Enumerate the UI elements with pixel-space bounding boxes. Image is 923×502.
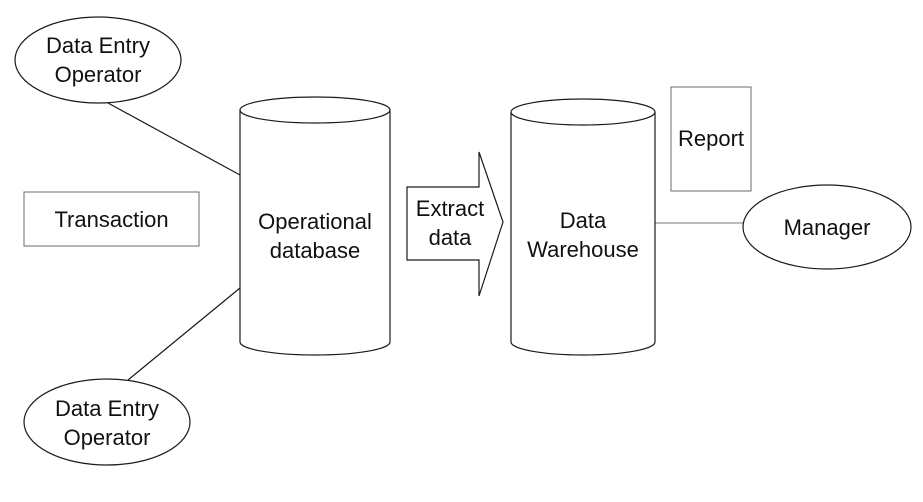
operator-top-line2: Operator xyxy=(54,62,142,87)
report-label: Report xyxy=(677,126,745,151)
transaction-label: Transaction xyxy=(54,207,169,232)
operator-bottom-line2: Operator xyxy=(63,425,151,450)
transaction-box xyxy=(23,191,200,247)
report-box xyxy=(670,86,752,192)
data-warehouse-line2: Warehouse xyxy=(527,237,639,262)
connector-operator-top-to-db xyxy=(107,102,241,176)
extract-arrow xyxy=(406,151,504,297)
operator-bottom-ellipse xyxy=(23,378,191,466)
data-warehouse-cylinder xyxy=(510,98,656,356)
data-warehouse-label: Data Warehouse xyxy=(511,206,655,264)
operator-bottom-label: Data Entry Operator xyxy=(27,394,187,452)
manager-label: Manager xyxy=(783,215,871,240)
extract-arrow-line1: Extract xyxy=(415,196,485,221)
operational-db-line1: Operational xyxy=(258,209,372,234)
operator-bottom-line1: Data Entry xyxy=(55,396,159,421)
operational-db-cylinder xyxy=(239,96,391,356)
data-warehouse-line1: Data xyxy=(559,208,607,233)
operational-db-label: Operational database xyxy=(240,207,390,265)
operator-top-ellipse xyxy=(14,16,182,104)
operator-top-label: Data Entry Operator xyxy=(18,31,178,89)
operational-db-line2: database xyxy=(269,238,361,263)
manager-ellipse xyxy=(742,184,912,270)
extract-arrow-line2: data xyxy=(428,225,472,250)
extract-arrow-label: Extract data xyxy=(407,194,493,252)
connector-operator-bottom-to-db xyxy=(127,287,241,381)
operator-top-line1: Data Entry xyxy=(46,33,150,58)
